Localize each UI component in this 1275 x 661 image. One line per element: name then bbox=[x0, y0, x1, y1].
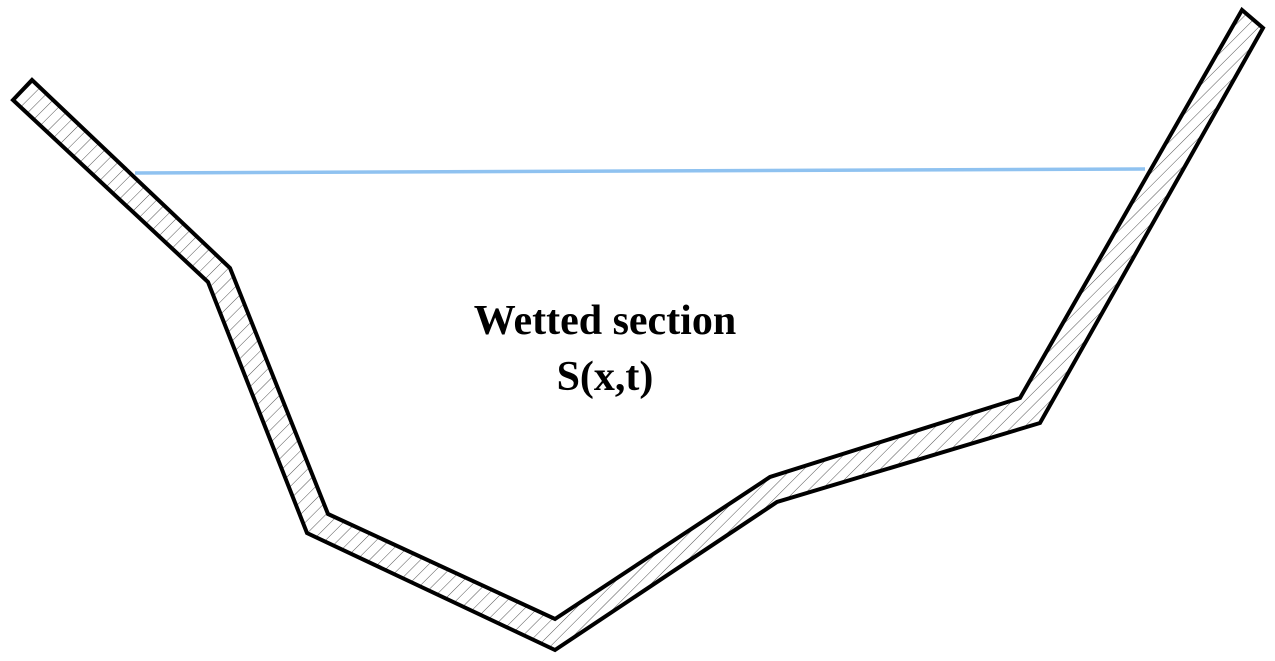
section-formula-label: S(x,t) bbox=[557, 354, 654, 400]
water-surface-line bbox=[134, 167, 1146, 175]
channel-bed-wall bbox=[10, 6, 1266, 653]
wetted-section-label: Wetted section bbox=[474, 298, 736, 344]
